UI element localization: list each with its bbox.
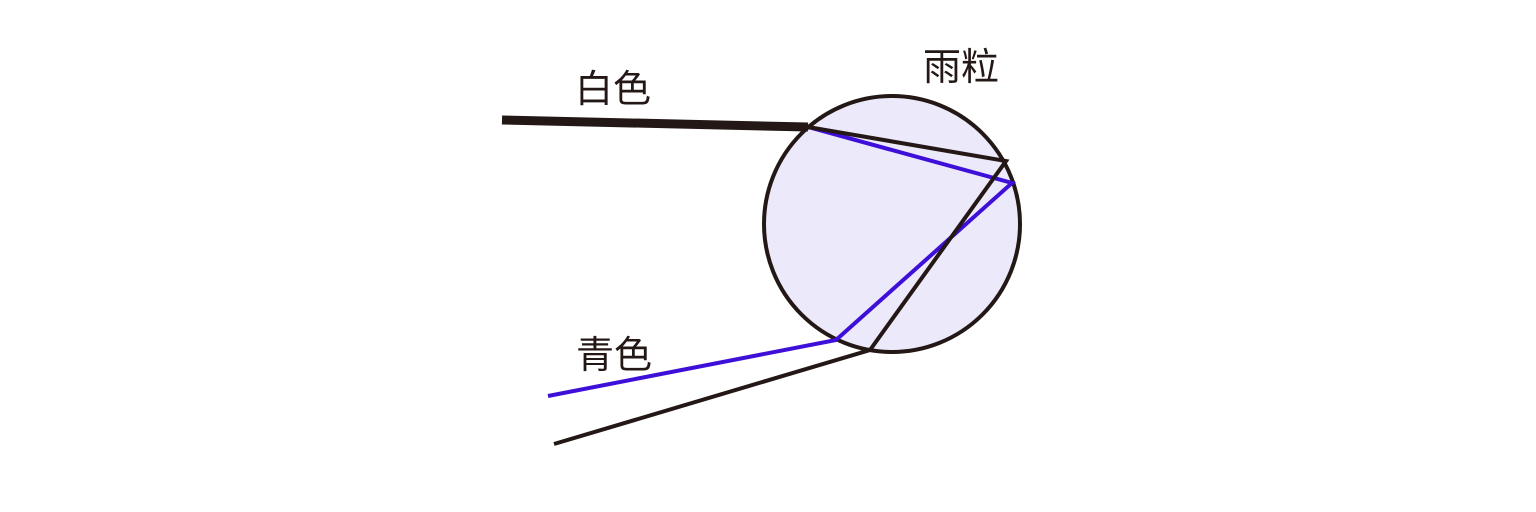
incoming-white-ray [501,115,809,132]
white-light-label: 白色 [575,67,651,111]
raindrop-circle [762,94,1022,354]
blue-light-label: 青色 [576,333,652,377]
dark-ray-path [553,125,1010,446]
raindrop-label: 雨粒 [923,45,999,89]
blue-ray-path [547,125,1017,398]
